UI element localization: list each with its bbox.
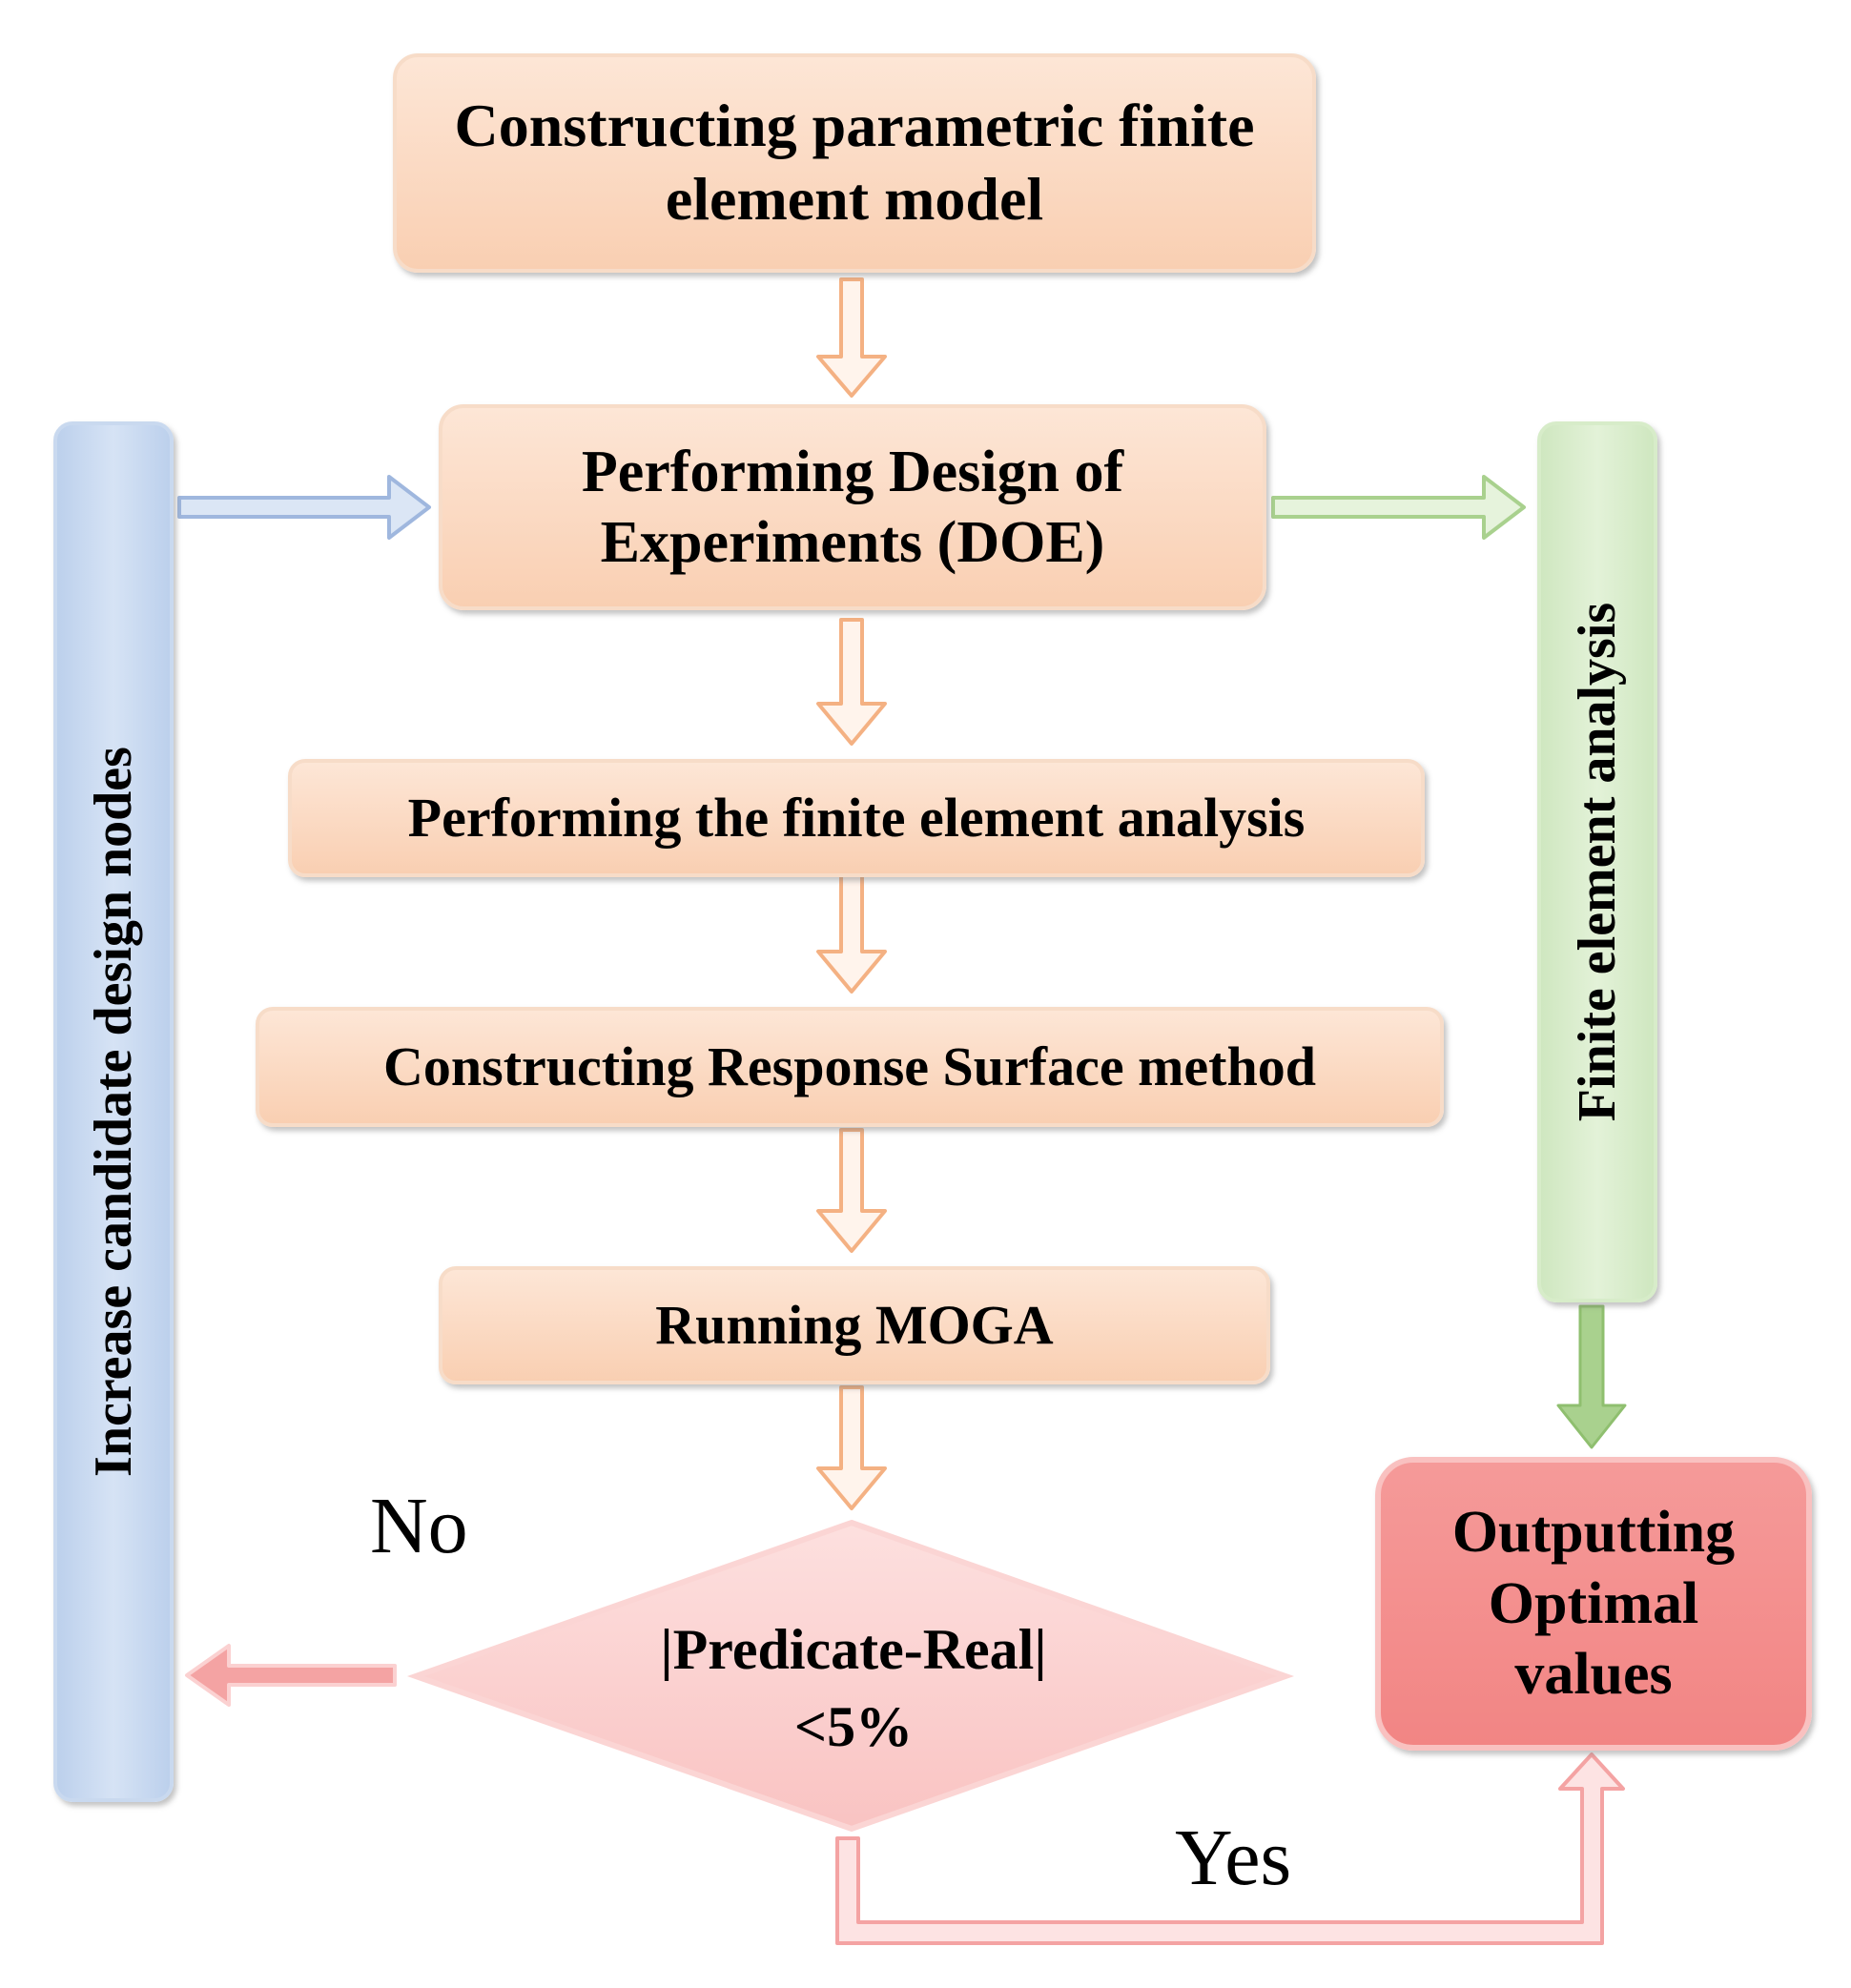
doe-label: Performing Design of Experiments (DOE) [581,439,1124,575]
output-box: Outputting Optimal values [1375,1457,1812,1751]
arrow-moga-to-decision [816,1385,887,1510]
arrow-loop-to-doe [177,475,431,540]
rsm-label: Constructing Response Surface method [383,1035,1316,1098]
arrow-fea-to-rsm [816,871,887,994]
increase-nodes-bar [53,421,174,1802]
no-label: No [370,1482,468,1570]
rsm-box: Constructing Response Surface method [256,1007,1444,1127]
increase-nodes-label: Increase candidate design nodes [84,747,143,1477]
arrow-doe-to-fea-bar [1271,475,1526,540]
output-label: Outputting Optimal values [1451,1500,1736,1708]
arrow-fea-bar-to-output [1556,1304,1627,1449]
arrow-model-to-doe [816,277,887,398]
arrow-no-branch [185,1644,397,1707]
decision-diamond [406,1519,1295,1833]
fea-side-bar [1537,421,1657,1302]
decision-label: |Predicate-Real| <5% [660,1618,1047,1758]
fea-side-label: Finite element analysis [1568,602,1627,1122]
construct-model-box: Constructing parametric finite element m… [393,53,1316,273]
arrow-rsm-to-moga [816,1128,887,1253]
fea-label: Performing the finite element analysis [407,787,1306,850]
construct-model-label: Constructing parametric finite element m… [454,92,1255,233]
arrow-doe-to-fea [816,618,887,746]
doe-box: Performing Design of Experiments (DOE) [439,404,1266,610]
arrow-yes-branch [835,1752,1625,1945]
fea-box: Performing the finite element analysis [288,759,1425,877]
moga-box: Running MOGA [439,1266,1270,1384]
yes-label: Yes [1175,1814,1292,1902]
moga-label: Running MOGA [655,1294,1054,1357]
